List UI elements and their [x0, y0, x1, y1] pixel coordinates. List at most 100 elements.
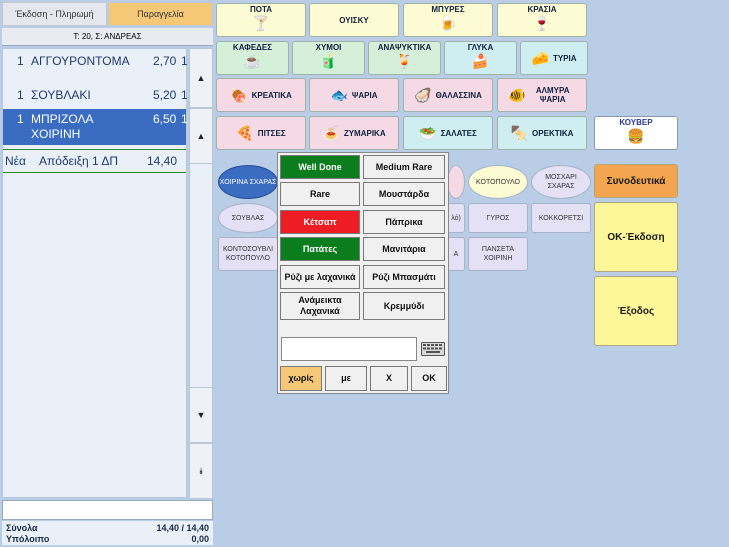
category-label: ΤΥΡΙΑ	[552, 53, 577, 63]
modifier-manitaria[interactable]: Μανιτάρια	[363, 237, 445, 261]
category-label: ΘΑΛΑΣΣΙΝΑ	[435, 90, 482, 100]
soft-drink-icon: 🍹	[395, 53, 414, 69]
category-kafedes[interactable]: ΚΑΦΕΔΕΣ ☕	[216, 41, 289, 75]
category-label: ΠΙΤΣΕΣ	[257, 128, 286, 138]
meat-icon: 🍖	[230, 86, 248, 103]
category-krasia[interactable]: ΚΡΑΣΙΑ 🍷	[497, 3, 587, 37]
order-extra: 1	[181, 54, 188, 68]
modifier-medium-rare[interactable]: Medium Rare	[363, 155, 445, 179]
appetizer-icon: 🍢	[510, 124, 529, 141]
product-panseta-xoirini[interactable]: ΠΑΝΣΕΤΑ ΧΟΙΡΙΝΗ	[468, 237, 528, 271]
scroll-bottom-button[interactable]: ⯯	[189, 443, 213, 499]
order-name-line2: ΧΟΙΡΙΝΗ	[31, 127, 81, 141]
category-salates[interactable]: 🥗 ΣΑΛΑΤΕΣ	[403, 116, 493, 150]
ok-issue-button[interactable]: ΟΚ-Έκδοση	[594, 202, 678, 272]
category-ouisky[interactable]: ΟΥΙΣΚΥ	[309, 3, 399, 37]
order-price: 5,20	[153, 88, 177, 102]
category-xymoi[interactable]: ΧΥΜΟΙ 🧃	[292, 41, 365, 75]
order-qty: 1	[17, 112, 24, 126]
order-qty: 1	[17, 54, 24, 68]
product-souvlas[interactable]: ΣΟΥΒΛΑΣ	[218, 203, 278, 233]
fish-icon: 🐟	[330, 86, 348, 103]
category-zymarika[interactable]: 🍝 ΖΥΜΑΡΙΚΑ	[309, 116, 399, 150]
category-almyra-psaria[interactable]: 🐠 ΑΛΜΥΡΑ ΨΑΡΙΑ	[497, 78, 587, 112]
order-price: 6,50	[153, 112, 177, 126]
totals-panel: Σύνολα 14,40 / 14,40 Υπόλοιπο 0,00	[2, 521, 213, 545]
order-extra: 1	[181, 88, 188, 102]
burger-icon: 🍔	[627, 128, 645, 144]
clear-button[interactable]: X	[370, 366, 408, 391]
product-partial[interactable]: λό)	[447, 203, 465, 233]
with-button[interactable]: με	[325, 366, 367, 391]
modifier-kremmydi[interactable]: Κρεμμύδι	[363, 292, 445, 320]
modifier-rare[interactable]: Rare	[280, 182, 360, 206]
category-pitses[interactable]: 🍕 ΠΙΤΣΕΣ	[216, 116, 306, 150]
category-thalassina[interactable]: 🦪 ΘΑΛΑΣΣΙΝΑ	[403, 78, 493, 112]
modifier-moustarda[interactable]: Μουστάρδα	[363, 182, 445, 206]
ok-button[interactable]: OK	[411, 366, 447, 391]
category-pota[interactable]: ΠΟΤΑ 🍸	[216, 3, 306, 37]
modifier-well-done[interactable]: Well Done	[280, 155, 360, 179]
modifier-patates[interactable]: Πατάτες	[280, 237, 360, 261]
product-hidden[interactable]	[447, 165, 465, 199]
category-anapsyktika[interactable]: ΑΝΑΨΥΚΤΙΚΑ 🍹	[368, 41, 441, 75]
category-glyka[interactable]: ΓΛΥΚΑ 🍰	[444, 41, 517, 75]
new-receipt-label: Νέα	[5, 154, 26, 168]
order-list[interactable]: 1 ΑΓΓΟΥΡΟΝΤΟΜΑ 2,70 1 1 ΣΟΥΒΛΑΚΙ 5,20 1 …	[2, 48, 188, 498]
category-psaria[interactable]: 🐟 ΨΑΡΙΑ	[309, 78, 399, 112]
new-receipt-amount: 14,40	[147, 154, 178, 168]
order-row-selected[interactable]: 1 ΜΠΡΙΖΟΛΑ ΧΟΙΡΙΝΗ 6,50 1	[3, 109, 188, 145]
category-label: ΠΟΤΑ	[249, 5, 273, 14]
product-gyros[interactable]: ΓΥΡΟΣ	[468, 203, 528, 233]
category-label: ΚΡΑΣΙΑ	[527, 5, 557, 14]
order-row[interactable]: 1 ΣΟΥΒΛΑΚΙ 5,20 1	[3, 85, 188, 109]
category-tyria[interactable]: 🧀 ΤΥΡΙΑ	[520, 41, 588, 75]
cheese-icon: 🧀	[531, 49, 549, 66]
scrollbar-track[interactable]	[189, 164, 213, 387]
note-field[interactable]	[2, 500, 213, 520]
modifier-anameikta-laxanika[interactable]: Ανάμεικτα Λαχανικά	[280, 292, 360, 320]
pizza-icon: 🍕	[236, 124, 254, 141]
keyboard-icon[interactable]	[420, 339, 446, 359]
category-label: ΚΑΦΕΔΕΣ	[232, 43, 273, 52]
category-orektika[interactable]: 🍢 ΟΡΕΚΤΙΚΑ	[497, 116, 587, 150]
product-kontosouvli[interactable]: ΚΟΝΤΟΣΟΥΒΛΙ ΚΟΤΟΠΟΥΛΟ	[218, 237, 278, 271]
product-xoirina-sxaras[interactable]: ΧΟΙΡΙΝΑ ΣΧΑΡΑΣ	[218, 165, 278, 199]
modifier-ketsap[interactable]: Κέτσαπ	[280, 210, 360, 234]
product-kokkoretsi[interactable]: ΚΟΚΚΟΡΕΤΣΙ	[531, 203, 591, 233]
category-label: ΑΛΜΥΡΑ ΨΑΡΙΑ	[535, 86, 570, 104]
scroll-top-button[interactable]: ▲	[189, 48, 213, 108]
balance-value: 0,00	[191, 534, 209, 544]
modifier-text-input[interactable]	[281, 337, 417, 361]
category-kouver[interactable]: ΚΟΥΒΕΡ 🍔	[594, 116, 678, 150]
side-dishes-button[interactable]: Συνοδευτικά	[594, 164, 678, 198]
order-qty: 1	[17, 88, 24, 102]
new-receipt-row[interactable]: Νέα Απόδειξη 1 ΔΠ 14,40	[3, 149, 186, 173]
order-name: ΑΓΓΟΥΡΟΝΤΟΜΑ	[31, 54, 130, 68]
scroll-up-button[interactable]: ▲	[189, 108, 213, 164]
seafood-icon: 🦪	[414, 86, 432, 103]
wine-icon: 🍷	[533, 15, 551, 31]
category-label: ΨΑΡΙΑ	[351, 90, 378, 100]
modifier-paprika[interactable]: Πάπρικα	[363, 210, 445, 234]
category-label: ΚΟΥΒΕΡ	[619, 118, 653, 127]
order-row[interactable]: 1 ΑΓΓΟΥΡΟΝΤΟΜΑ 2,70 1	[3, 51, 188, 75]
modifier-ryzi-laxanika[interactable]: Ρύζι με λαχανικά	[280, 265, 360, 289]
product-mosxari-sxaras[interactable]: ΜΟΣΧΑΡΙ ΣΧΑΡΑΣ	[531, 165, 591, 199]
category-kreatika[interactable]: 🍖 ΚΡΕΑΤΙΚΑ	[216, 78, 306, 112]
category-label: ΣΑΛΑΤΕΣ	[440, 128, 477, 138]
category-label: ΓΛΥΚΑ	[467, 43, 494, 52]
pasta-icon: 🍝	[322, 124, 340, 141]
modifier-ryzi-mpasmati[interactable]: Ρύζι Μπασμάτι	[363, 265, 445, 289]
category-mpyres[interactable]: ΜΠΥΡΕΣ 🍺	[403, 3, 493, 37]
sweets-icon: 🍰	[471, 53, 490, 69]
without-button[interactable]: χωρίς	[280, 366, 322, 391]
product-partial[interactable]: Α	[447, 237, 465, 271]
tab-order[interactable]: Παραγγελία	[108, 2, 213, 26]
product-kotopoulo[interactable]: ΚΟΤΟΠΟΥΛΟ	[468, 165, 528, 199]
tab-payment[interactable]: Έκδοση - Πληρωμή	[2, 2, 107, 26]
exit-button[interactable]: Έξοδος	[594, 276, 678, 346]
scroll-down-button[interactable]: ▼	[189, 387, 213, 443]
salted-fish-icon: 🐠	[508, 86, 526, 103]
category-label: ΟΥΙΣΚΥ	[339, 15, 369, 25]
